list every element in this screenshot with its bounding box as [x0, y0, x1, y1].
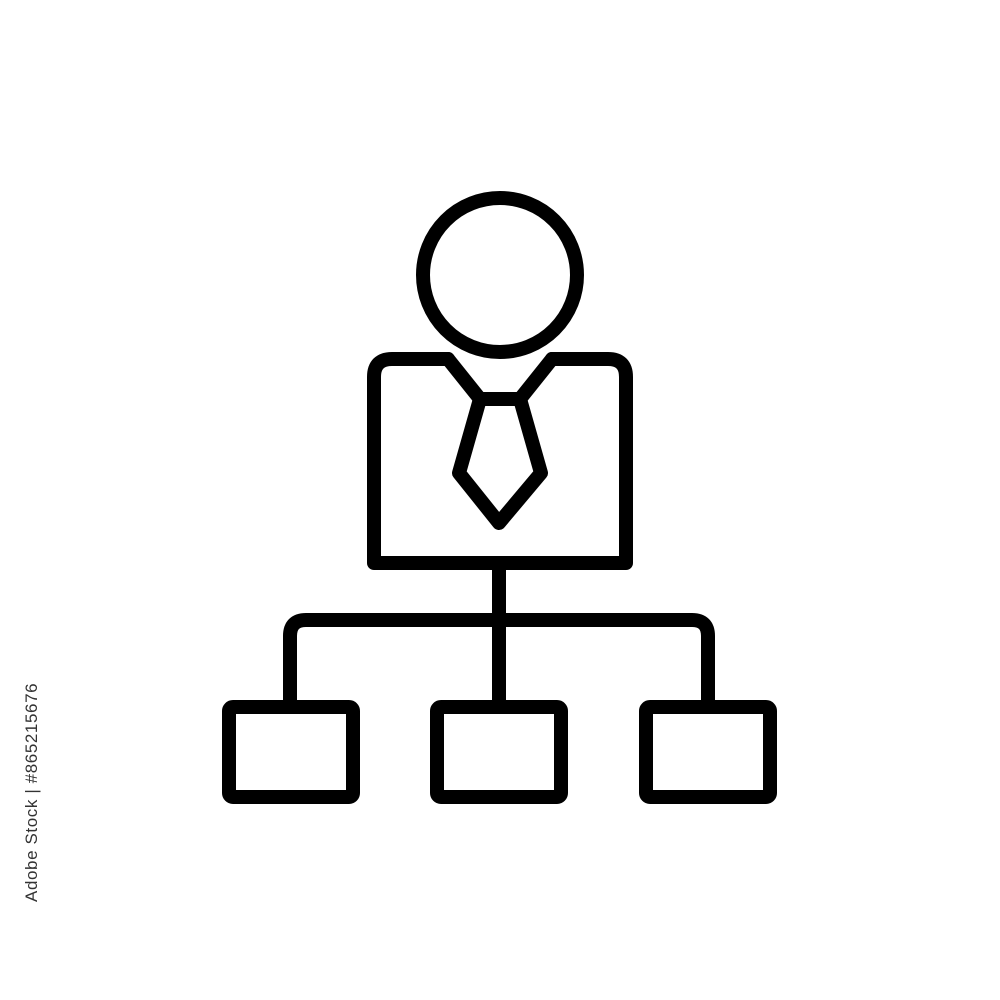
- tie-icon: [452, 392, 548, 530]
- person-body-icon: [367, 352, 633, 570]
- person-head-icon: [416, 191, 584, 359]
- child-box-center: [430, 700, 568, 804]
- stock-id-label: Adobe Stock | #865215676: [22, 682, 41, 902]
- collar-icon: [441, 352, 559, 406]
- child-box-left: [222, 700, 360, 804]
- connector-branches: [283, 613, 715, 714]
- child-box-right: [639, 700, 777, 804]
